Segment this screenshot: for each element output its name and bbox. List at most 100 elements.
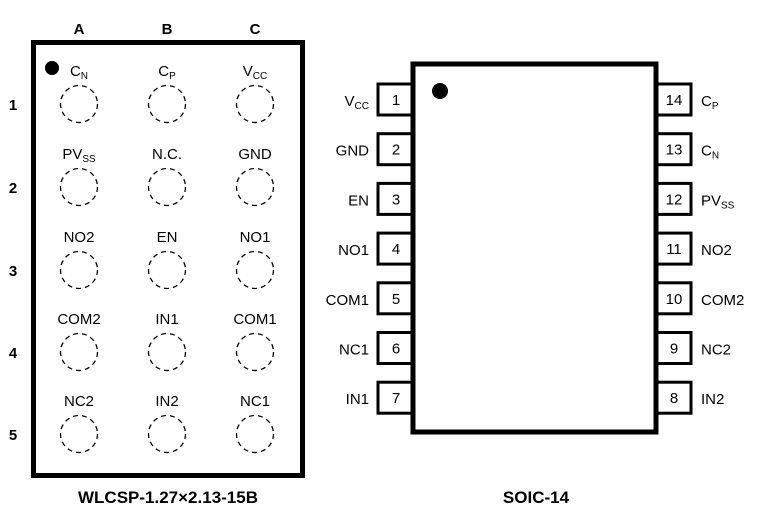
pin-name-main: IN2: [701, 391, 724, 408]
wlcsp-row-4: 4: [9, 345, 18, 362]
ball-label-main: N.C.: [152, 146, 182, 163]
soic-pin-14: 14 CP: [653, 82, 719, 117]
pin-number: 9: [670, 341, 678, 358]
wlcsp-pin1-dot: [45, 61, 59, 75]
ball-outline: [59, 332, 99, 372]
ball-outline: [147, 84, 187, 124]
wlcsp-title: WLCSP-1.27×2.13-15B: [78, 488, 258, 507]
ball-outline: [235, 414, 275, 454]
ball-label: EN: [157, 229, 178, 246]
pin-number: 3: [392, 191, 400, 208]
ball-label: CN: [70, 63, 88, 82]
ball-label: NC1: [240, 393, 270, 410]
pin-number: 4: [392, 241, 400, 258]
pin-box: [653, 231, 693, 266]
pin-number: 11: [666, 241, 682, 258]
soic-pin-12: 12 PVSS: [653, 181, 735, 216]
wlcsp-ball-B2: N.C.: [147, 146, 187, 207]
pin-name-main: COM1: [326, 292, 369, 309]
wlcsp-ball-B4: IN1: [147, 311, 187, 372]
ball-label: NC2: [64, 393, 94, 410]
soic-pin-9: 9 NC2: [653, 331, 731, 365]
wlcsp-ball-C1: VCC: [235, 63, 275, 124]
pin-box: [653, 181, 693, 216]
ball-label: VCC: [243, 63, 267, 82]
soic-pin-13: 13 CN: [653, 132, 719, 167]
ball-label-main: NC1: [240, 393, 270, 410]
pin-name-main: EN: [348, 192, 369, 209]
wlcsp-column-C: C: [250, 21, 261, 38]
pin-name: NC1: [339, 342, 369, 359]
ball-label-main: NO1: [240, 229, 271, 246]
pin-name-main: IN1: [346, 391, 369, 408]
pin-name-main: NO2: [701, 242, 732, 259]
pin-number: 1: [392, 92, 400, 109]
pin-box: [653, 331, 693, 365]
pin-name: NO2: [701, 242, 732, 259]
pin-name: EN: [348, 192, 369, 209]
ball-label-main: COM1: [233, 311, 276, 328]
pin-name: PVSS: [701, 192, 735, 211]
pin-name-main: COM2: [701, 292, 744, 309]
ball-outline: [59, 84, 99, 124]
ball-label-main: C: [158, 63, 169, 80]
soic-pin1-dot: [432, 83, 448, 99]
ball-label: IN1: [155, 311, 178, 328]
pin-box: [376, 132, 416, 167]
wlcsp-ball-C3: NO1: [235, 229, 275, 290]
ball-outline: [235, 84, 275, 124]
pin-box: [376, 181, 416, 216]
ball-label-subscript: SS: [82, 154, 96, 165]
pin-name: CP: [701, 93, 719, 112]
pin-name-subscript: N: [712, 151, 719, 162]
pin-name-main: C: [701, 143, 712, 160]
wlcsp-ball-A4: COM2: [57, 311, 101, 372]
wlcsp-ball-C4: COM1: [233, 311, 277, 372]
wlcsp-column-B: B: [162, 21, 173, 38]
pin-number: 13: [666, 142, 683, 159]
soic-pin-2: 2 GND: [336, 132, 416, 167]
ball-label: COM2: [57, 311, 100, 328]
pin-name-main: NC1: [339, 342, 369, 359]
soic-pin-5: 5 COM1: [326, 281, 416, 316]
ball-label-main: IN2: [155, 393, 178, 410]
ball-label-subscript: CC: [253, 71, 267, 82]
wlcsp-row-1: 1: [9, 97, 17, 114]
wlcsp-ball-B5: IN2: [147, 393, 187, 454]
pin-number: 12: [666, 191, 683, 208]
ball-label-main: IN1: [155, 311, 178, 328]
wlcsp-column-A: A: [74, 21, 85, 38]
pin-number: 2: [392, 142, 400, 159]
wlcsp-ball-A3: NO2: [59, 229, 99, 290]
wlcsp-ball-C2: GND: [235, 146, 275, 207]
pin-name: IN1: [346, 391, 369, 408]
pin-number: 14: [666, 92, 683, 109]
ball-outline: [235, 332, 275, 372]
pin-name: IN2: [701, 391, 724, 408]
ball-label-main: EN: [157, 229, 178, 246]
pin-name-subscript: P: [712, 101, 719, 112]
pin-name: NC2: [701, 342, 731, 359]
wlcsp-row-5: 5: [9, 427, 17, 444]
wlcsp-ball-A2: PVSS: [59, 146, 99, 207]
pin-number: 7: [392, 390, 400, 407]
wlcsp-row-3: 3: [9, 263, 17, 280]
ball-label-main: V: [243, 63, 253, 80]
pin-name-main: GND: [336, 143, 370, 160]
ball-label: N.C.: [152, 146, 182, 163]
ball-outline: [59, 414, 99, 454]
pin-box: [376, 281, 416, 316]
ball-label-main: NC2: [64, 393, 94, 410]
pin-name-subscript: SS: [721, 200, 735, 211]
ball-outline: [59, 250, 99, 290]
pin-number: 5: [392, 291, 400, 308]
ball-outline: [235, 250, 275, 290]
